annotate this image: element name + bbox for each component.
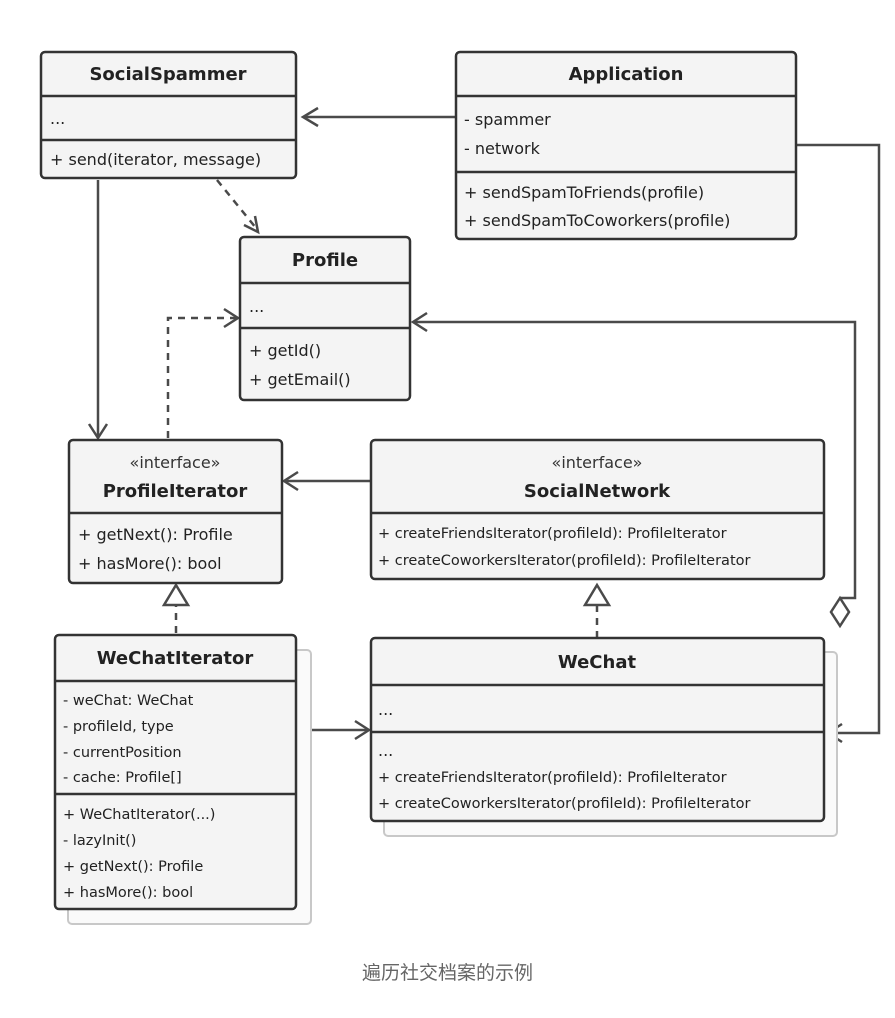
class-title: WeChat [558, 652, 637, 673]
class-field: - currentPosition [63, 745, 182, 761]
class-title: ProfileIterator [103, 481, 248, 502]
dependency-socialspammer-profile [216, 179, 260, 235]
class-application[interactable]: Application - spammer - network + sendSp… [454, 50, 798, 241]
association-socialspammer-profileiterator [87, 180, 109, 441]
class-field: - cache: Profile[] [63, 770, 182, 786]
class-wechat[interactable]: WeChat ... ... + createFriendsIterator(p… [369, 636, 838, 837]
class-method: + createFriendsIterator(profileId): Prof… [378, 770, 727, 786]
class-method: + hasMore(): bool [63, 885, 193, 901]
class-field: ... [378, 700, 393, 719]
aggregation-diamond [829, 595, 851, 629]
association-application-socialspammer [300, 106, 455, 128]
class-stereotype: «interface» [552, 453, 643, 472]
dependency-profileiterator-profile [166, 307, 241, 438]
class-title: SocialNetwork [524, 481, 671, 502]
class-title: Application [569, 64, 684, 85]
class-method: + createFriendsIterator(profileId): Prof… [378, 526, 727, 542]
class-method: - lazyInit() [63, 833, 136, 849]
class-method: + getEmail() [249, 370, 351, 389]
class-method: + getNext(): Profile [63, 859, 203, 875]
class-method: + createCoworkersIterator(profileId): Pr… [378, 796, 751, 812]
class-title: SocialSpammer [89, 64, 246, 85]
class-stereotype: «interface» [130, 453, 221, 472]
diagram-caption: 遍历社交档案的示例 [361, 962, 533, 984]
class-field: ... [249, 297, 264, 316]
association-socialnetwork-profileiterator [281, 470, 371, 492]
class-socialnetwork[interactable]: «interface» SocialNetwork + createFriend… [369, 438, 826, 581]
class-field: - network [464, 139, 541, 158]
class-method: + createCoworkersIterator(profileId): Pr… [378, 553, 751, 569]
class-field: - profileId, type [63, 719, 174, 735]
association-wechat-profile [410, 311, 857, 600]
realization-wechatiterator-profileiterator [161, 582, 191, 633]
class-field: - spammer [464, 110, 551, 129]
class-title: Profile [292, 250, 358, 271]
class-method: + getNext(): Profile [78, 525, 233, 544]
class-method: + getId() [249, 341, 321, 360]
class-method: + sendSpamToFriends(profile) [464, 183, 704, 202]
class-profileiterator[interactable]: «interface» ProfileIterator + getNext():… [67, 438, 284, 585]
class-method: + sendSpamToCoworkers(profile) [464, 211, 730, 230]
class-method: ... [378, 741, 393, 760]
class-diagram: SocialSpammer ... + send(iterator, messa… [39, 50, 881, 925]
class-wechatiterator[interactable]: WeChatIterator - weChat: WeChat - profil… [53, 633, 312, 925]
class-field: - weChat: WeChat [63, 693, 194, 709]
class-socialspammer[interactable]: SocialSpammer ... + send(iterator, messa… [39, 50, 298, 180]
class-method: + WeChatIterator(...) [63, 807, 215, 823]
class-method: + hasMore(): bool [78, 554, 222, 573]
class-profile[interactable]: Profile ... + getId() + getEmail() [238, 235, 412, 402]
class-method: + send(iterator, message) [50, 150, 261, 169]
class-title: WeChatIterator [97, 648, 254, 669]
realization-wechat-socialnetwork [582, 582, 612, 638]
class-field: ... [50, 109, 65, 128]
